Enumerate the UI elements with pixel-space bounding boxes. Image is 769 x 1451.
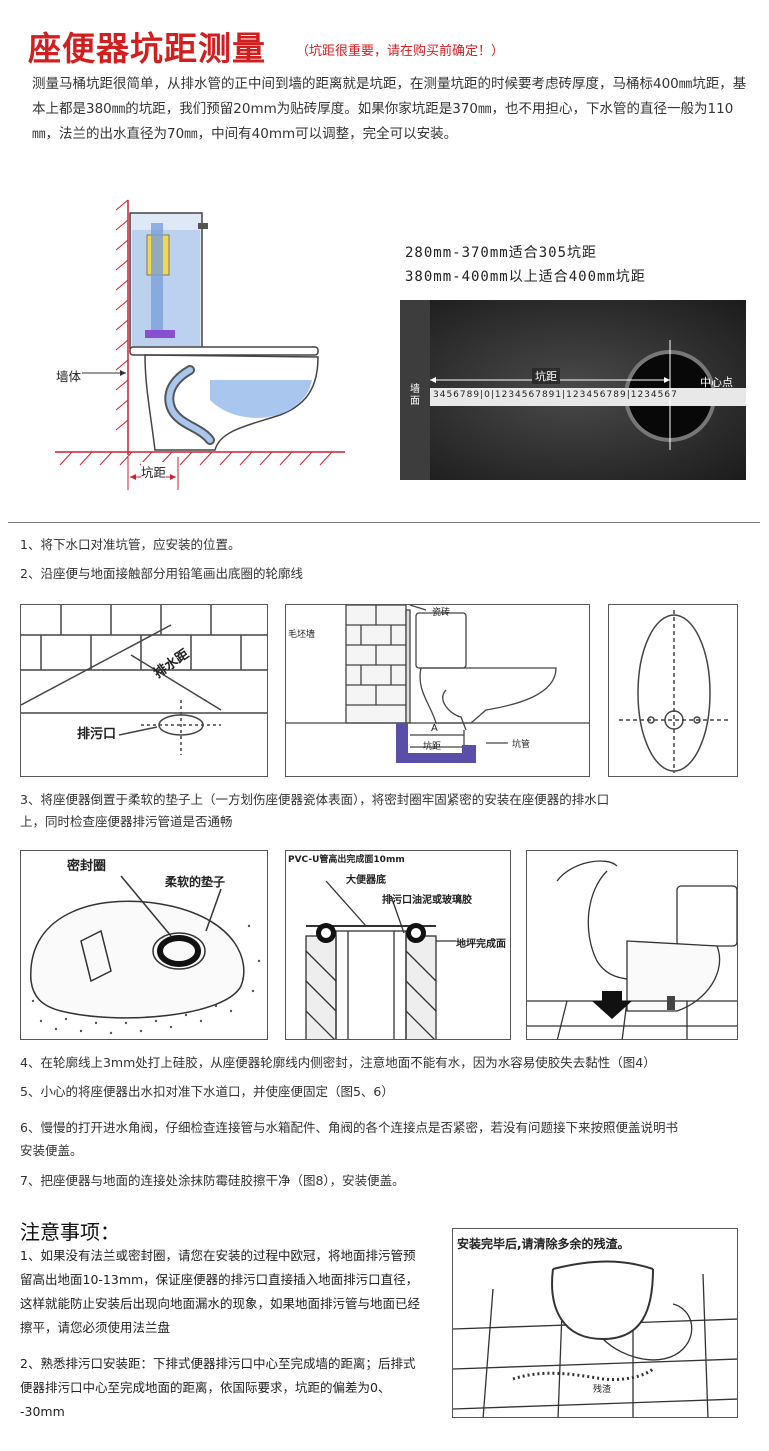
side-pit-label: 坑距 xyxy=(423,742,442,752)
tip-line-2: 380mm-400mm以上适合400mm坑距 xyxy=(405,269,646,285)
note-2-line-2: 便器排污口中心至完成地面的距离，依国际要求，坑距的偏差为0、 xyxy=(20,1380,391,1395)
note-2-line-1: 2、熟悉排污口安装距：下排式便器排污口中心至完成墙的距离；后排式 xyxy=(20,1356,416,1371)
note-2: 2、熟悉排污口安装距：下排式便器排污口中心至完成墙的距离；后排式 便器排污口中心… xyxy=(20,1352,440,1424)
note-2-line-3: -30mm xyxy=(20,1404,65,1419)
tip-line-1: 280mm-370mm适合305坑距 xyxy=(405,245,598,261)
floor-finish-label: 地坪完成面 xyxy=(456,939,506,950)
outlet-label: 排污口 xyxy=(77,727,117,742)
seal-ring-label: 密封圈 xyxy=(67,859,107,874)
toilet-base-label: 大便器底 xyxy=(346,875,386,886)
photo-center-label: 中心点 xyxy=(700,376,733,389)
note-1-line-2: 留高出地面10-13mm，保证座便器的排污口直接插入地面排污口直径， xyxy=(20,1272,419,1287)
step-7: 7、把座便器与地面的连接处涂抹防霉硅胶擦干净（图8），安装便盖。 xyxy=(20,1173,405,1188)
step-3-line-2: 上，同时检查座便器排污管道是否通畅 xyxy=(20,814,233,829)
section-divider xyxy=(8,522,760,523)
rough-wall-label: 毛坯墙 xyxy=(288,630,316,640)
residue-label: 残渣 xyxy=(593,1385,612,1395)
tape-measure-numbers: 3456789|0|1234567891|123456789|1234567 xyxy=(433,390,678,400)
notes-title: 注意事项： xyxy=(20,1220,120,1244)
tile-label: 瓷砖 xyxy=(432,608,451,618)
note-1-line-4: 擦平，请您必须使用法兰盘 xyxy=(20,1320,171,1335)
note-1-line-1: 1、如果没有法兰或密封圈，请您在安装的过程中欧冠，将地面排污管预 xyxy=(20,1248,416,1263)
pit-distance-label: 坑距 xyxy=(141,462,167,481)
photo-pit-label: 坑距 xyxy=(532,368,560,384)
figure-outline-top xyxy=(608,604,738,777)
figure-side-view: 瓷砖 毛坯墙 A 坑距 坑管 xyxy=(285,604,590,777)
pit-pipe-label: 坑管 xyxy=(512,740,531,750)
measurement-photo: 3456789|0|1234567891|123456789|1234567 墙… xyxy=(400,300,746,480)
cleanup-caption: 安装完毕后,请清除多余的残渣。 xyxy=(457,1237,630,1251)
soft-pad-label: 柔软的垫子 xyxy=(165,875,226,889)
step-6-line-1: 6、慢慢的打开进水角阀，仔细检查连接管与水箱配件、角阀的各个连接点是否紧密，若没… xyxy=(20,1120,678,1135)
toilet-cross-section-diagram xyxy=(55,199,345,490)
page-title: 座便器坑距测量 xyxy=(28,29,266,68)
pvc-label: PVC-U管高出完成面10mm xyxy=(288,855,405,865)
step-1: 1、将下水口对准坑管，应安装的位置。 xyxy=(20,537,241,552)
note-1-line-3: 这样就能防止安装后出现向地面漏水的现象，如果地面排污管与地面已经 xyxy=(20,1296,421,1311)
putty-label: 排污口油泥或玻璃胶 xyxy=(382,895,472,906)
step-4: 4、在轮廓线上3mm处打上硅胶，从座便器轮廓线内侧密封，注意地面不能有水，因为水… xyxy=(20,1055,656,1070)
note-1: 1、如果没有法兰或密封圈，请您在安装的过程中欧冠，将地面排污管预 留高出地面10… xyxy=(20,1244,440,1340)
page-subtitle: （坑距很重要，请在购买前确定！） xyxy=(296,44,505,59)
figure-pipe-section: PVC-U管高出完成面10mm 大便器底 排污口油泥或玻璃胶 地坪完成面 xyxy=(285,850,511,1040)
figure-drain-outline: 排水距 排污口 xyxy=(20,604,268,777)
figure-seal-ring: 密封圈 柔软的垫子 xyxy=(20,850,268,1040)
dimension-a-label: A xyxy=(431,723,438,734)
intro-text: 测量马桶坑距很简单，从排水管的正中间到墙的距离就是坑距，在测量坑距的时候要考虑砖… xyxy=(32,76,747,142)
wall-label: 墙体 xyxy=(56,369,82,384)
step-5: 5、小心的将座便器出水扣对准下水道口，并使座便固定（图5、6） xyxy=(20,1084,394,1099)
photo-wall-label: 墙面 xyxy=(410,384,420,407)
step-2: 2、沿座便与地面接触部分用铅笔画出底圈的轮廓线 xyxy=(20,566,303,581)
figure-cleanup: 安装完毕后,请清除多余的残渣。 残渣 xyxy=(452,1228,738,1418)
step-6-line-2: 安装便盖。 xyxy=(20,1143,83,1158)
step-3-line-1: 3、将座便器倒置于柔软的垫子上（一方划伤座便器瓷体表面），将密封圈牢固紧密的安装… xyxy=(20,792,610,807)
figure-installing-toilet xyxy=(526,850,738,1040)
